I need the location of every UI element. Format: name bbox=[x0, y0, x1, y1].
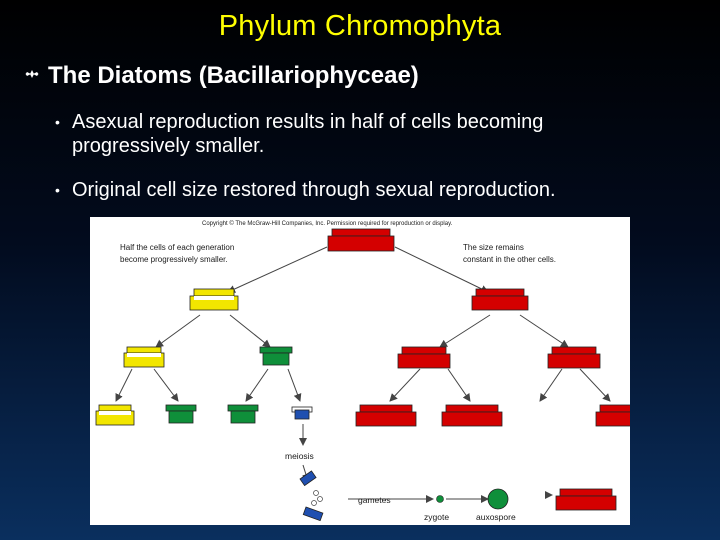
section-heading: The Diatoms (Bacillariophyceae) bbox=[48, 62, 419, 89]
diatom-reproduction-figure: Copyright © The McGraw-Hill Companies, I… bbox=[90, 217, 630, 525]
diatom-cell-yellow bbox=[123, 346, 165, 368]
left-note-line: become progressively smaller. bbox=[120, 255, 228, 264]
diatom-cell-green bbox=[259, 346, 293, 366]
bullet-text: progressively smaller. bbox=[72, 135, 265, 157]
diatom-cell-yellow bbox=[95, 404, 135, 426]
diatom-cell-red bbox=[327, 228, 395, 252]
diatom-cell-green bbox=[165, 404, 197, 424]
auxospore-cell bbox=[487, 488, 509, 510]
copyright-line: Copyright © The McGraw-Hill Companies, I… bbox=[202, 220, 453, 227]
bullet-dot-icon: • bbox=[55, 114, 60, 130]
gamete-cell bbox=[299, 470, 317, 487]
diatom-cell-yellow bbox=[189, 288, 239, 311]
diatom-cell-red bbox=[471, 288, 529, 311]
auxospore-label: auxospore bbox=[476, 512, 516, 522]
gamete-dot bbox=[311, 500, 317, 506]
diatom-cell-green bbox=[227, 404, 259, 424]
diatom-cell-red bbox=[441, 404, 503, 427]
diatom-cell-red bbox=[595, 404, 630, 427]
left-note-line: Half the cells of each generation bbox=[120, 243, 234, 252]
gamete-dot bbox=[317, 496, 323, 502]
bullet-text: Asexual reproduction results in half of … bbox=[72, 111, 544, 133]
zygote-cell bbox=[436, 495, 444, 503]
bullet-dot-icon: • bbox=[55, 182, 60, 198]
gametes-label: gametes bbox=[358, 495, 391, 505]
gamete-dot bbox=[313, 490, 319, 496]
meiosis-label: meiosis bbox=[285, 451, 314, 461]
diatom-cell-red bbox=[355, 404, 417, 427]
diamond-bullet-icon bbox=[25, 70, 39, 78]
diatom-cell-blue bbox=[291, 406, 313, 420]
right-note-line: The size remains bbox=[463, 243, 524, 252]
slide-title: Phylum Chromophyta bbox=[218, 10, 502, 42]
bullet-text: Original cell size restored through sexu… bbox=[72, 179, 556, 201]
diatom-cell-red bbox=[555, 488, 617, 511]
zygote-label: zygote bbox=[424, 512, 449, 522]
right-note-line: constant in the other cells. bbox=[463, 255, 556, 264]
diatom-cell-red bbox=[397, 346, 451, 369]
gamete-cell bbox=[302, 506, 324, 522]
diatom-cell-red bbox=[547, 346, 601, 369]
